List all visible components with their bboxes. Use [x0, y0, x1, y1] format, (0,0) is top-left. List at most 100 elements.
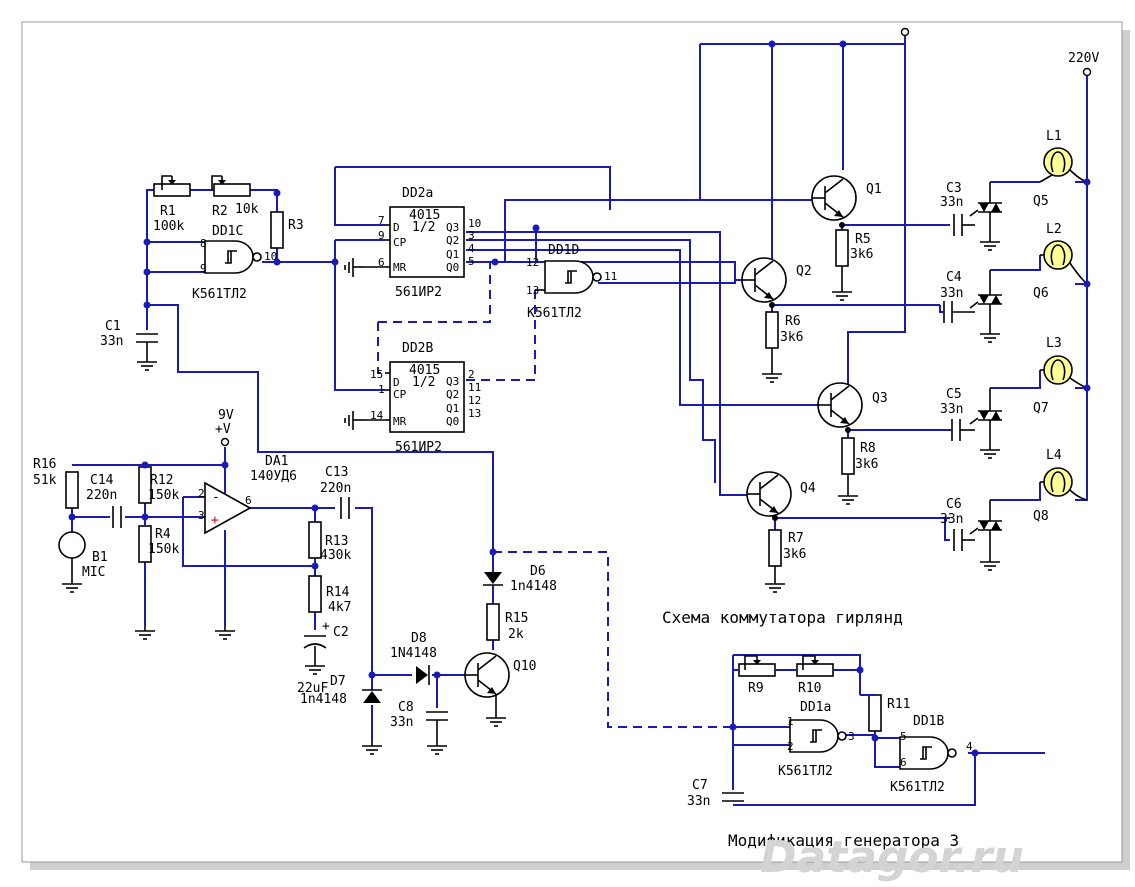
9v-terminal	[220, 437, 230, 447]
dd2b-chip	[389, 361, 465, 433]
c4-label: C4	[946, 270, 962, 285]
dd1a-pin2: 2	[787, 740, 794, 753]
mains-voltage: 220V	[1068, 51, 1099, 66]
r6-resistor	[761, 311, 783, 383]
b1-label: B1	[92, 550, 108, 565]
r10-label: R10	[798, 681, 821, 696]
r14-resistor	[308, 575, 322, 613]
dd2a-q0: Q0	[446, 261, 459, 274]
labels: R1 100k R2 10k R3 DD1C К561ТЛ2 8 9 10 C1…	[33, 51, 1099, 850]
r16-value: 51k	[33, 473, 57, 488]
dd1a-type: К561ТЛ2	[778, 764, 833, 779]
vcc-terminal	[900, 27, 910, 37]
dd2a-pin7: 7	[378, 214, 385, 227]
l3-label: L3	[1046, 336, 1062, 351]
dd1c-label: DD1C	[212, 224, 243, 239]
c13-value: 220n	[320, 481, 351, 496]
r2-value: 10k	[235, 202, 259, 217]
dd2b-q3: Q3	[446, 375, 459, 388]
q2-transistor	[741, 257, 787, 303]
q7-triac	[969, 388, 1003, 459]
dd1c-pin10: 10	[264, 250, 277, 263]
dd2b-pin14: 14	[370, 409, 384, 422]
supply-rail: +V	[215, 422, 231, 437]
q6-triac	[969, 270, 1003, 343]
dd1b-label: DD1B	[913, 714, 944, 729]
dd2b-q1: Q1	[446, 402, 459, 415]
q5-label: Q5	[1033, 194, 1049, 209]
r7-label: R7	[788, 531, 804, 546]
d7-label: D7	[330, 674, 346, 689]
q3-label: Q3	[872, 391, 888, 406]
dd2b-mr: MR	[393, 415, 407, 428]
r2-potentiometer	[211, 175, 251, 197]
r3-resistor	[270, 211, 284, 249]
da1-type: 140УД6	[250, 469, 297, 484]
dd2a-pin4: 4	[468, 242, 475, 255]
c14-label: C14	[90, 473, 114, 488]
dd2a-label: DD2a	[402, 186, 433, 201]
c8-value: 33n	[390, 715, 413, 730]
r15-label: R15	[505, 611, 528, 626]
dd1d-pin12: 12	[526, 256, 539, 269]
d7-value: 1n4148	[300, 692, 347, 707]
c6-capacitor	[944, 518, 975, 552]
dd2b-half: 1/2	[412, 375, 435, 390]
dd2b-d: D	[393, 376, 400, 389]
r1-value: 100k	[153, 219, 184, 234]
dd1b-pin6: 6	[900, 756, 907, 769]
da1-plus-sign: +	[211, 513, 219, 528]
junctions	[68, 40, 1091, 757]
dd2b-q2: Q2	[446, 388, 459, 401]
dd2b-part: 4015	[409, 363, 440, 378]
dd2b-pin12: 12	[468, 394, 481, 407]
c5-capacitor	[951, 418, 975, 442]
da1-opamp	[204, 481, 252, 535]
r4-value: 150k	[148, 542, 179, 557]
dd1b-type: К561ТЛ2	[890, 780, 945, 795]
dd1d-label: DD1D	[548, 243, 579, 258]
l4-label: L4	[1046, 448, 1062, 463]
dd2a-part: 4015	[409, 208, 440, 223]
dd2b-pin15: 15	[370, 368, 383, 381]
dd1d-type: К561ТЛ2	[527, 306, 582, 321]
r7-resistor	[764, 529, 786, 593]
q4-transistor	[746, 471, 792, 517]
da1-pin3: 3	[198, 509, 205, 522]
r11-resistor	[868, 694, 882, 732]
r5-resistor	[831, 229, 853, 301]
dd2b-q0: Q0	[446, 415, 459, 428]
r4-label: R4	[155, 527, 171, 542]
r15-resistor	[486, 603, 500, 641]
c7-value: 33n	[687, 794, 710, 809]
r7-value: 3k6	[783, 547, 806, 562]
dd2b-type: 561ИР2	[395, 440, 442, 455]
da1-pin6: 6	[245, 494, 252, 507]
c6-value: 33n	[940, 512, 963, 527]
r5-label: R5	[855, 232, 871, 247]
r16-label: R16	[33, 457, 56, 472]
frame	[21, 21, 1123, 863]
dd1a-label: DD1a	[800, 700, 831, 715]
dd2b-pin1: 1	[378, 383, 385, 396]
d6-label: D6	[530, 564, 546, 579]
r9-label: R9	[748, 681, 764, 696]
c3-value: 33n	[940, 195, 963, 210]
dd2a-pin5: 5	[468, 255, 475, 268]
dd1b-pin4: 4	[966, 740, 973, 753]
dd2a-q1: Q1	[446, 248, 459, 261]
da1-pin2: 2	[198, 487, 205, 500]
r14-label: R14	[326, 585, 350, 600]
q2-label: Q2	[796, 264, 812, 279]
q1-transistor	[811, 175, 857, 221]
c6-label: C6	[946, 497, 962, 512]
dd1a-pin3: 3	[848, 730, 855, 743]
q3-transistor	[817, 382, 863, 428]
c8-capacitor	[425, 711, 449, 755]
da1-label: DA1	[265, 454, 288, 469]
q8-triac	[969, 500, 1003, 571]
q10-label: Q10	[513, 659, 536, 674]
d6-value: 1n4148	[510, 579, 557, 594]
